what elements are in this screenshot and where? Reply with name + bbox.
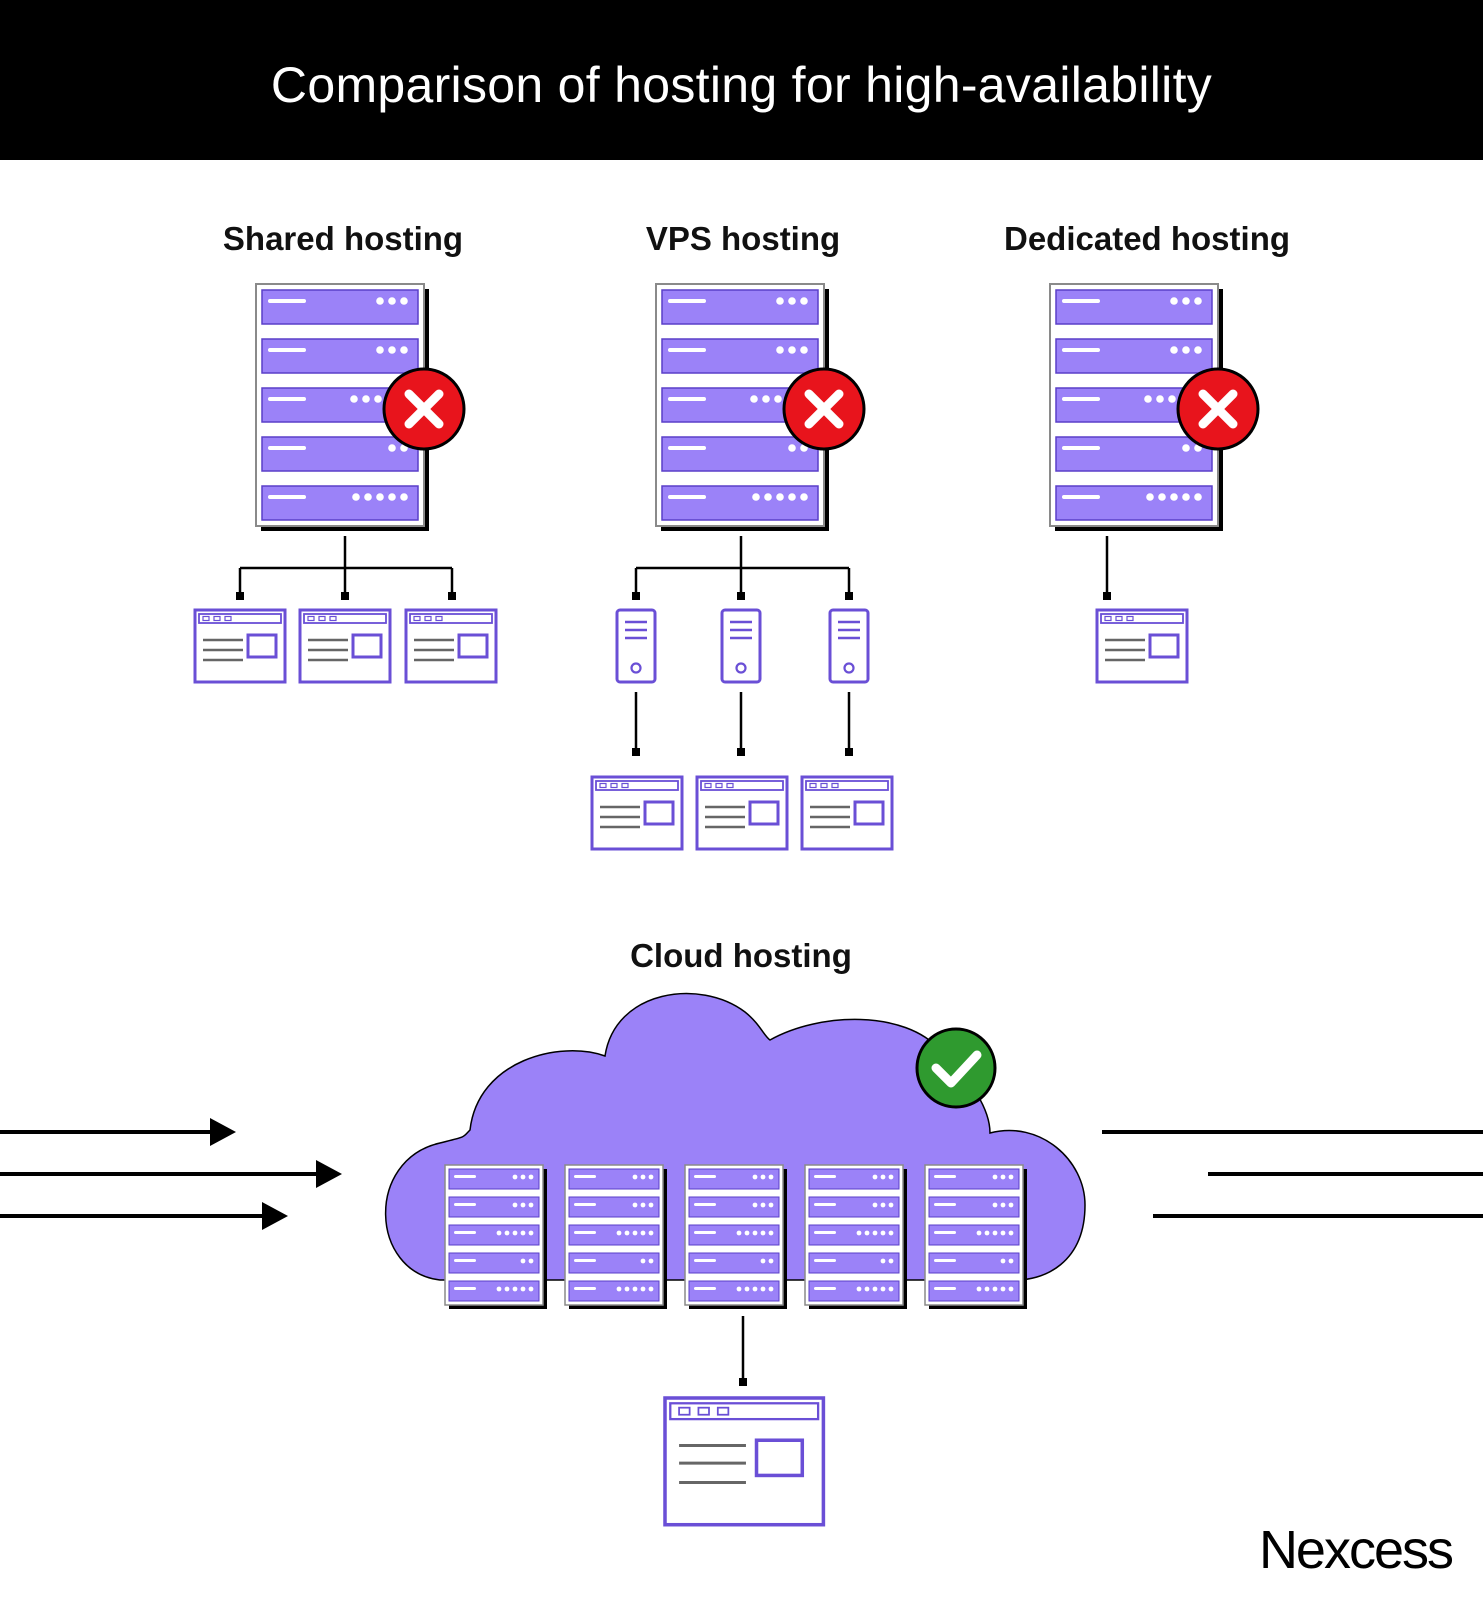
server-rack-icon <box>684 1164 788 1310</box>
website-window-icon <box>193 608 287 684</box>
cloud-hosting-title: Cloud hosting <box>630 937 852 974</box>
page-title: Comparison of hosting for high-availabil… <box>270 57 1213 113</box>
connector-node <box>737 748 745 756</box>
server-rack-icon <box>444 1164 548 1310</box>
website-window-icon <box>298 608 392 684</box>
website-window-icon <box>404 608 498 684</box>
server-rack-icon <box>804 1164 908 1310</box>
connector-node <box>739 1378 747 1386</box>
vps-tower-icon <box>828 608 870 684</box>
red-x-icon <box>784 369 864 449</box>
connector-node <box>632 748 640 756</box>
vps-tower-icon <box>720 608 762 684</box>
website-window-icon <box>663 1396 826 1527</box>
red-x-icon <box>1178 369 1258 449</box>
cloud-icon <box>384 992 1086 1281</box>
connector-node <box>448 592 456 600</box>
connector-node <box>845 592 853 600</box>
vps-connectors <box>634 536 851 752</box>
header-bar <box>0 0 1483 160</box>
connector-node <box>341 592 349 600</box>
shared-hosting-title: Shared hosting <box>223 220 463 257</box>
server-rack-icon <box>924 1164 1028 1310</box>
connector-node <box>1103 592 1111 600</box>
arrow-icon <box>0 1160 342 1188</box>
connector-node <box>737 592 745 600</box>
server-rack-icon <box>564 1164 668 1310</box>
vps-tower-icon <box>615 608 657 684</box>
vps-hosting-title: VPS hosting <box>646 220 840 257</box>
website-window-icon <box>695 775 789 851</box>
green-check-icon <box>915 1027 997 1109</box>
connector-node <box>632 592 640 600</box>
red-x-icon <box>384 369 464 449</box>
connector-node <box>845 748 853 756</box>
website-window-icon <box>590 775 684 851</box>
traffic-lines <box>1102 1130 1483 1218</box>
nexcess-logo: Nexcess <box>1259 1520 1453 1580</box>
shared-connectors <box>238 536 454 596</box>
dedicated-hosting-title: Dedicated hosting <box>1004 220 1290 257</box>
arrow-icon <box>0 1118 236 1146</box>
arrow-icon <box>0 1202 288 1230</box>
website-window-icon <box>1095 608 1189 684</box>
website-window-icon <box>800 775 894 851</box>
connector-node <box>236 592 244 600</box>
